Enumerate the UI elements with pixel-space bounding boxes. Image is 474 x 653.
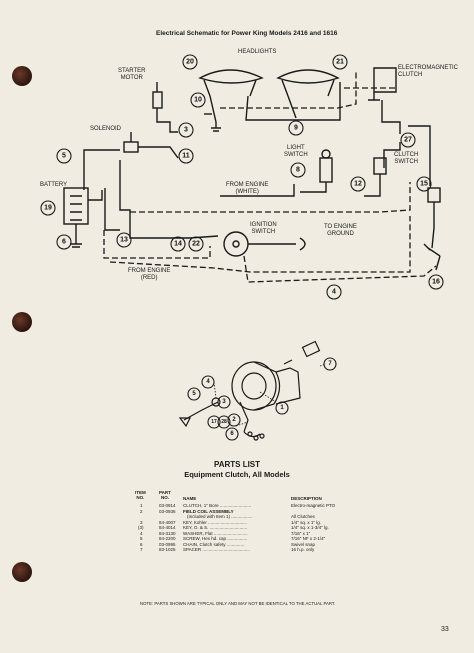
- label-from-engine-red: FROM ENGINE (RED): [128, 268, 171, 281]
- headlight-right-icon: [276, 69, 340, 84]
- exploded-callout-7: 7: [328, 361, 332, 367]
- callout-27: 27: [404, 137, 412, 144]
- label-from-engine-white: FROM ENGINE (WHITE): [226, 182, 269, 195]
- exploded-callout-5: 5: [192, 391, 196, 397]
- callout-10: 10: [194, 97, 202, 104]
- label-light-switch: LIGHT SWITCH: [284, 145, 308, 158]
- table-row: (Included with Item 1) .................…: [187, 514, 315, 519]
- label-headlights: HEADLIGHTS: [238, 49, 277, 55]
- headlight-left-icon: [198, 69, 264, 84]
- key-icon: [283, 359, 293, 365]
- electromagnetic-clutch-icon: [373, 67, 397, 93]
- label-battery: BATTERY: [40, 182, 68, 188]
- callout-19: 19: [44, 205, 52, 212]
- col-header-part: PART NO.: [159, 490, 171, 500]
- callout-6: 6: [62, 239, 66, 246]
- exploded-callout-17: 17: [211, 419, 217, 425]
- callout-13: 13: [120, 237, 128, 244]
- callout-16: 16: [432, 279, 440, 286]
- binder-hole-top: [12, 66, 32, 86]
- exploded-callout-1: 1: [280, 405, 284, 411]
- callout-9: 9: [294, 125, 298, 132]
- table-row: 7 83-1025 SPACER .......................…: [140, 547, 315, 552]
- callout-20: 20: [186, 59, 194, 66]
- binder-hole-middle: [12, 312, 32, 332]
- table-row: 2 03-0936 FIELD COIL ASSEMBLY: [140, 508, 234, 514]
- callout-15: 15: [420, 181, 428, 188]
- callout-5: 5: [62, 153, 66, 160]
- page-number: 33: [441, 626, 449, 633]
- callout-12: 12: [354, 181, 362, 188]
- table-row: (3) 84-4014 KEY, O. & S. ...............…: [138, 525, 329, 530]
- col-header-description: DESCRIPTION: [291, 496, 322, 501]
- label-starter-motor: STARTER MOTOR: [118, 68, 146, 81]
- table-row: 4 84-3130 WASHER, Flat .................…: [140, 530, 311, 536]
- table-row: 5 84-2200 SCREW, Hex hd. cap ...........…: [140, 536, 326, 541]
- callout-4: 4: [332, 289, 336, 296]
- spacer-icon: [301, 340, 321, 358]
- exploded-callout-4: 4: [206, 379, 210, 385]
- binder-hole-bottom: [12, 562, 32, 582]
- col-header-name: NAME: [183, 496, 197, 501]
- exploded-callout-2: 2: [232, 417, 236, 423]
- table-row: 1 03-0914 CLUTCH, 1" Bore ..............…: [140, 503, 336, 508]
- callout-21: 21: [336, 59, 344, 66]
- label-to-engine-ground: TO ENGINE GROUND: [324, 224, 357, 237]
- table-row: 6 03-0995 CHAIN, Clutch safety .........…: [140, 541, 316, 547]
- schematic-title: Electrical Schematic for Power King Mode…: [156, 30, 338, 37]
- exploded-callout-3: 3: [222, 399, 226, 405]
- col-header-item: ITEM NO.: [135, 490, 146, 500]
- label-solenoid: SOLENOID: [90, 126, 122, 132]
- callout-14: 14: [174, 241, 182, 248]
- label-ignition-switch: IGNITION SWITCH: [250, 222, 277, 235]
- table-row: 3 84-4007 KEY, Kohler ..................…: [140, 519, 321, 525]
- exploded-callout-6: 6: [230, 431, 234, 437]
- parts-note: NOTE: PARTS SHOWN ARE TYPICAL ONLY AND M…: [140, 601, 336, 606]
- label-electromagnetic-clutch: ELECTROMAGNETIC CLUTCH: [398, 65, 459, 78]
- callout-11: 11: [182, 153, 190, 160]
- callout-8: 8: [296, 167, 300, 174]
- label-clutch-switch: CLUTCH SWITCH: [394, 152, 419, 165]
- exploded-callout-28: 28: [221, 419, 227, 425]
- parts-list-subtitle: Equipment Clutch, All Models: [184, 470, 290, 479]
- parts-list-title: PARTS LIST: [213, 460, 261, 469]
- parts-table: 1 03-0914 CLUTCH, 1" Bore ..............…: [135, 503, 365, 553]
- callout-22: 22: [192, 241, 200, 248]
- callout-3: 3: [184, 127, 188, 134]
